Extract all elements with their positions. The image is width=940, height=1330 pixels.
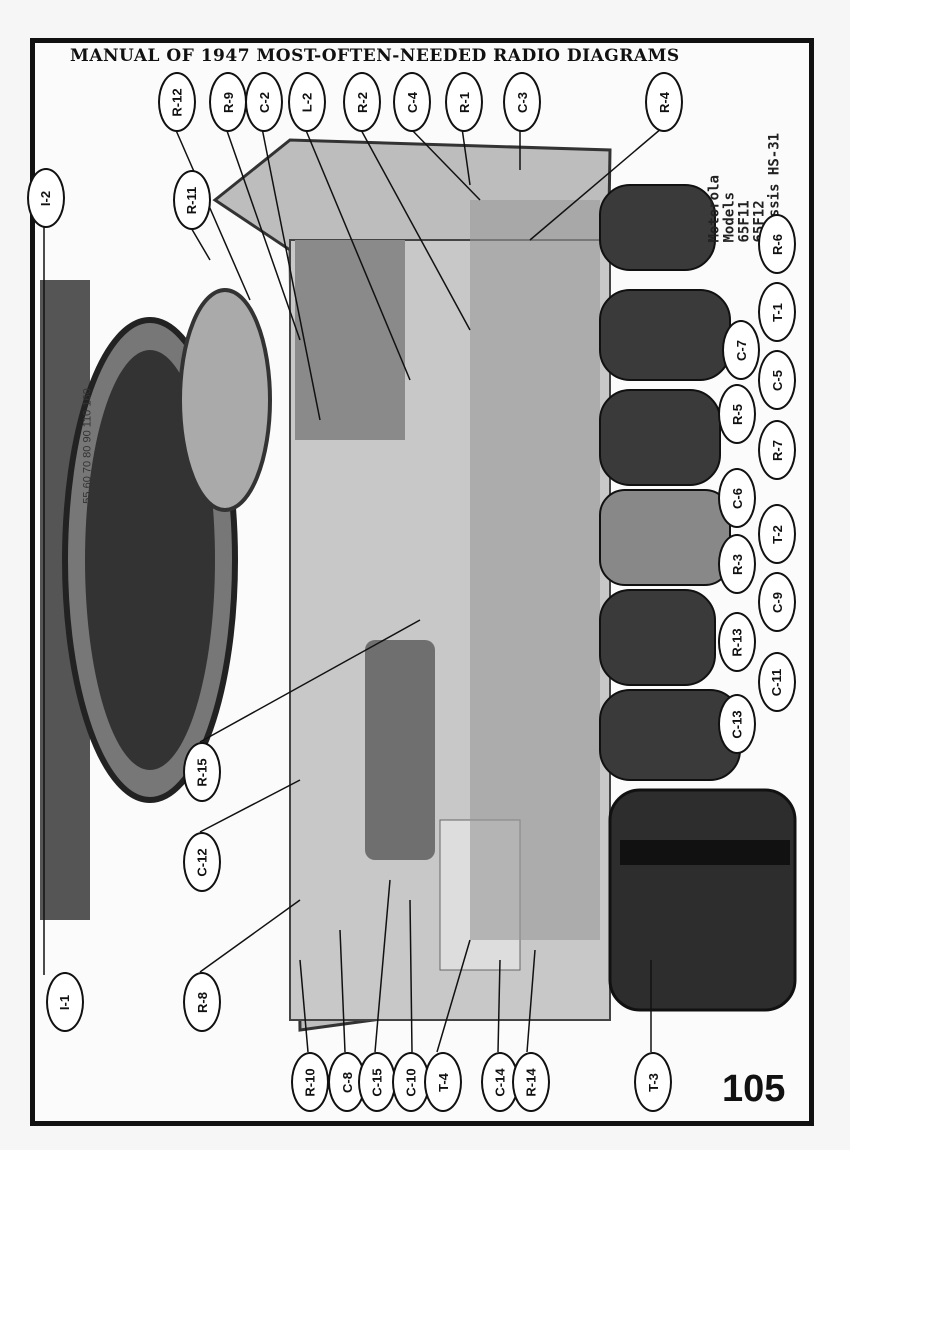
callout-label: C-8	[339, 1071, 355, 1093]
leader-lines	[43, 127, 663, 1053]
callout-label: L-2	[299, 92, 315, 112]
page-number: 105	[722, 1068, 786, 1110]
tube	[599, 589, 716, 686]
callout: C-13	[718, 694, 756, 754]
callout: R-8	[183, 972, 221, 1032]
model-label: Models	[721, 191, 738, 243]
callout-label: R-15	[194, 757, 210, 787]
callout: C-15	[358, 1052, 396, 1112]
transformer-band	[620, 840, 790, 865]
callout: C-12	[183, 832, 221, 892]
callout: C-3	[503, 72, 541, 132]
callout: T-2	[758, 504, 796, 564]
tube-sockets	[470, 200, 600, 940]
tubes	[599, 184, 741, 781]
callout: T-1	[758, 282, 796, 342]
speaker-cone	[85, 350, 215, 770]
callout: R-2	[343, 72, 381, 132]
callout: T-3	[634, 1052, 672, 1112]
callout: I-2	[27, 168, 65, 228]
model-number: 65F11	[736, 200, 753, 243]
callout: C-2	[245, 72, 283, 132]
callout-label: R-4	[656, 91, 672, 113]
callout-label: C-2	[256, 91, 272, 113]
callout: R-10	[291, 1052, 329, 1112]
callout: L-2	[288, 72, 326, 132]
tube	[599, 184, 716, 271]
callout-label: C-13	[729, 709, 745, 739]
callout-label: C-10	[403, 1067, 419, 1097]
callout-label: R-13	[729, 627, 745, 657]
callout-label: R-3	[729, 553, 745, 575]
callout-label: C-15	[369, 1067, 385, 1097]
callout: R-9	[209, 72, 247, 132]
callout: I-1	[46, 972, 84, 1032]
callout: C-10	[392, 1052, 430, 1112]
callout-label: R-2	[354, 91, 370, 113]
callout-label: C-6	[729, 487, 745, 509]
callout-label: R-14	[523, 1067, 539, 1097]
callout: T-4	[424, 1052, 462, 1112]
filter-capacitor	[365, 640, 435, 860]
callout-label: I-2	[38, 190, 54, 206]
callout-label: T-4	[435, 1072, 451, 1092]
callout-label: R-9	[220, 91, 236, 113]
callout: R-14	[512, 1052, 550, 1112]
callout-label: R-11	[184, 186, 200, 214]
speaker-magnet	[178, 288, 272, 512]
callout-label: R-7	[769, 439, 785, 461]
tuning-capacitor	[295, 240, 405, 440]
callout-label: T-1	[769, 302, 785, 322]
callout: C-5	[758, 350, 796, 410]
tube	[599, 289, 731, 381]
callout-label: R-10	[302, 1067, 318, 1097]
callout: C-7	[722, 320, 760, 380]
callout: R-12	[158, 72, 196, 132]
callout: R-6	[758, 214, 796, 274]
callout-label: R-8	[194, 991, 210, 1013]
callout-label: R-5	[729, 403, 745, 425]
dial-scale: 55 60 70 80 90 110 160	[81, 388, 94, 504]
callout: R-4	[645, 72, 683, 132]
callout-label: C-14	[492, 1067, 508, 1097]
callout-label: I-1	[57, 994, 73, 1010]
callout-label: C-12	[194, 847, 210, 877]
callout: R-1	[445, 72, 483, 132]
tube	[599, 389, 721, 486]
callout-label: R-12	[169, 87, 185, 117]
callout-label: C-3	[514, 91, 530, 113]
callout-label: C-11	[769, 668, 785, 696]
callout-label: C-7	[733, 339, 749, 361]
model-number: 65F12	[751, 200, 768, 243]
callout-label: C-4	[404, 91, 420, 113]
callout-label: C-5	[769, 369, 785, 391]
model-brand: Motorola	[706, 175, 723, 243]
callout: R-7	[758, 420, 796, 480]
callout-label: C-9	[769, 591, 785, 613]
tube	[599, 489, 731, 586]
power-transformer	[608, 788, 797, 1012]
page-title: MANUAL OF 1947 MOST-OFTEN-NEEDED RADIO D…	[70, 46, 680, 66]
callout: C-9	[758, 572, 796, 632]
callout: C-6	[718, 468, 756, 528]
callout-label: T-3	[645, 1072, 661, 1092]
callout: R-3	[718, 534, 756, 594]
callout: R-13	[718, 612, 756, 672]
callout-label: T-2	[769, 524, 785, 544]
callout: R-5	[718, 384, 756, 444]
callout: R-11	[173, 170, 211, 230]
callout: C-4	[393, 72, 431, 132]
callout: R-15	[183, 742, 221, 802]
callout-label: R-6	[769, 233, 785, 255]
callout: C-11	[758, 652, 796, 712]
callout-label: R-1	[456, 91, 472, 113]
